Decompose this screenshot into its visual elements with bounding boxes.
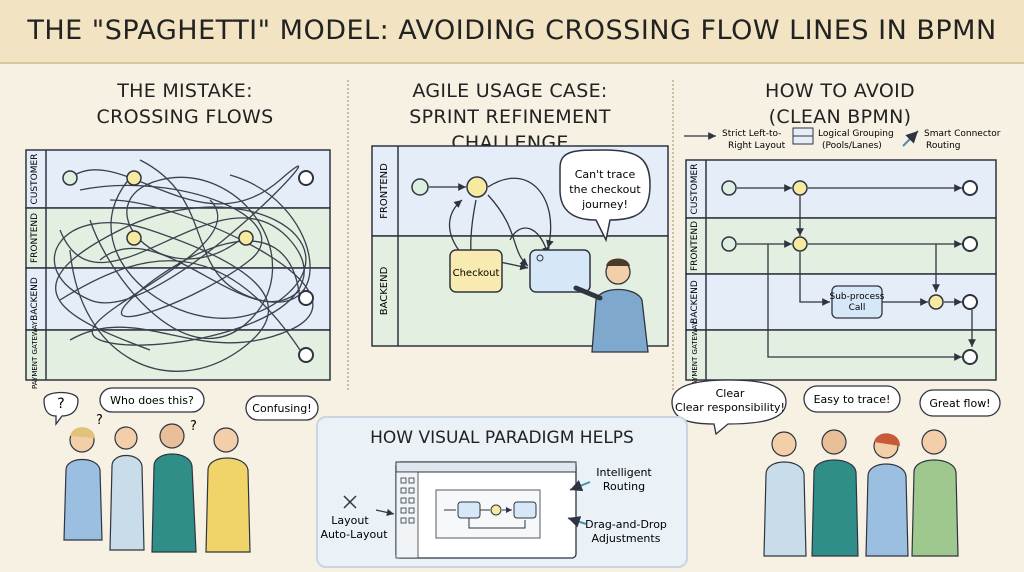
vp-illustration: Layout Auto-Layout Intelligent Routing D… xyxy=(320,461,667,559)
mistake-gateway-node xyxy=(126,170,142,186)
bubble-line3: journey! xyxy=(581,198,628,211)
confusing-bubble xyxy=(245,395,319,421)
subprocess-line2: Call xyxy=(849,303,866,313)
mistake-lane-payment: PAYMENT GATEWAY xyxy=(31,320,39,389)
agile-start-event xyxy=(411,178,429,196)
avoid-end-backend xyxy=(962,294,978,310)
vp-drag-2: Adjustments xyxy=(592,532,661,545)
mistake-lane-customer: CUSTOMER xyxy=(30,154,40,205)
frustrated-person xyxy=(573,258,649,353)
mistake-pool: CUSTOMER FRONTEND BACKEND PAYMENT GATEWA… xyxy=(25,149,331,389)
legend-layout-1: Strict Left-to- xyxy=(722,129,781,139)
checkout-task-label: Checkout xyxy=(453,268,500,279)
agile-lane-frontend: FRONTEND xyxy=(379,163,390,219)
avoid-lane-backend: BACKEND xyxy=(690,280,700,324)
checkout-task xyxy=(449,249,503,293)
question-mark-2: ? xyxy=(96,413,103,428)
legend-routing-1: Smart Connector xyxy=(924,129,1001,139)
mistake-node-2 xyxy=(126,230,142,246)
legend-layout-2: Right Layout xyxy=(728,141,786,151)
mistake-node-3 xyxy=(238,230,254,246)
vp-layout-1: Layout xyxy=(331,514,369,527)
mistake-lane-frontend: FRONTEND xyxy=(30,213,40,263)
question-mark-3: ? xyxy=(190,419,197,434)
avoid-lane-frontend: FRONTEND xyxy=(690,221,700,271)
great-text: Great flow! xyxy=(929,397,990,410)
visual-paradigm-card: HOW VISUAL PARADIGM HELPS Layout Auto-La… xyxy=(316,416,688,568)
who-bubble xyxy=(99,387,205,413)
mistake-title-line1: THE MISTAKE: xyxy=(117,80,253,102)
agile-title: AGILE USAGE CASE: SPRINT REFINEMENT CHAL… xyxy=(360,78,660,156)
vp-title: HOW VISUAL PARADIGM HELPS xyxy=(370,428,634,448)
avoid-start-customer xyxy=(721,180,737,196)
agile-speech-bubble xyxy=(559,149,651,243)
avoid-gateway xyxy=(792,236,808,252)
agile-pool: FRONTEND BACKEND Checkout Can't trace th… xyxy=(371,145,669,353)
easy-text: Easy to trace! xyxy=(814,393,891,406)
confusing-text: Confusing! xyxy=(252,402,311,415)
avoid-title-line2: (CLEAN BPMN) xyxy=(768,106,912,128)
avoid-pool: CUSTOMER FRONTEND BACKEND PAYMENT GATEWA… xyxy=(685,159,997,389)
avoid-end-customer xyxy=(962,180,978,196)
routing-arrow-icon xyxy=(569,479,591,492)
avoid-title-line1: HOW TO AVOID xyxy=(765,80,915,102)
easy-bubble xyxy=(803,385,901,413)
who-text: Who does this? xyxy=(110,394,194,407)
legend-routing-2: Routing xyxy=(926,141,961,151)
mistake-end-event-2 xyxy=(298,290,314,306)
mistake-title: THE MISTAKE: CROSSING FLOWS xyxy=(60,78,310,130)
great-bubble xyxy=(919,389,1001,417)
mistake-start-event xyxy=(62,170,78,186)
happy-people: Clear Clear responsibility! Easy to trac… xyxy=(671,379,1001,557)
page-title: THE "SPAGHETTI" MODEL: AVOIDING CROSSING… xyxy=(27,15,997,46)
legend-grouping-1: Logical Grouping xyxy=(818,129,894,139)
avoid-title: HOW TO AVOID (CLEAN BPMN) xyxy=(720,78,960,130)
clear-bubble xyxy=(671,379,787,436)
subprocess-task xyxy=(831,285,883,319)
divider-right xyxy=(672,80,674,390)
question-mark-1: ? xyxy=(57,396,64,412)
vp-drag-1: Drag-and-Drop xyxy=(585,518,667,531)
smart-connector-icon xyxy=(902,130,919,147)
vp-toolbox xyxy=(395,471,419,559)
divider-left xyxy=(347,80,349,390)
avoid-backend-gear xyxy=(928,294,944,310)
bubble-line2: the checkout xyxy=(569,183,641,196)
agile-title-line1: AGILE USAGE CASE: xyxy=(412,80,608,102)
avoid-end-payment xyxy=(962,349,978,365)
avoid-end-frontend xyxy=(962,236,978,252)
avoid-gear-node xyxy=(792,180,808,196)
vp-gateway xyxy=(490,504,502,516)
agile-task-2 xyxy=(529,249,591,293)
mistake-end-event-3 xyxy=(298,347,314,363)
vp-task-1 xyxy=(457,501,481,519)
mistake-lane-backend: BACKEND xyxy=(30,277,40,321)
question-bubble xyxy=(43,391,79,426)
layout-shuffle-icon xyxy=(343,495,357,509)
mistake-title-line2: CROSSING FLOWS xyxy=(96,106,274,128)
drag-arrow-icon xyxy=(567,516,587,528)
legend-grouping-2: (Pools/Lanes) xyxy=(822,141,882,151)
bubble-line1: Can't trace xyxy=(575,168,636,181)
avoid-lane-payment: PAYMENT GATEWAY xyxy=(691,320,699,389)
avoid-legend: Strict Left-to- Right Layout Logical Gro… xyxy=(684,127,1001,151)
gear-icon xyxy=(536,254,544,262)
vp-routing-1: Intelligent xyxy=(596,466,652,479)
avoid-lane-customer: CUSTOMER xyxy=(690,164,700,215)
agile-gateway xyxy=(466,176,488,198)
clear-line2: Clear responsibility! xyxy=(675,401,785,414)
subprocess-line1: Sub-process xyxy=(830,292,885,302)
confused-people: ? ? ? Who does this? Confusing! xyxy=(43,387,319,553)
spaghetti-flows xyxy=(53,159,314,372)
avoid-start-frontend xyxy=(721,236,737,252)
mistake-end-event-1 xyxy=(298,170,314,186)
clear-line1: Clear xyxy=(716,387,745,400)
vp-task-2 xyxy=(513,501,537,519)
title-banner: THE "SPAGHETTI" MODEL: AVOIDING CROSSING… xyxy=(0,0,1024,64)
vp-routing-2: Routing xyxy=(603,480,645,493)
agile-lane-backend: BACKEND xyxy=(379,266,390,315)
vp-layout-2: Auto-Layout xyxy=(320,528,388,541)
